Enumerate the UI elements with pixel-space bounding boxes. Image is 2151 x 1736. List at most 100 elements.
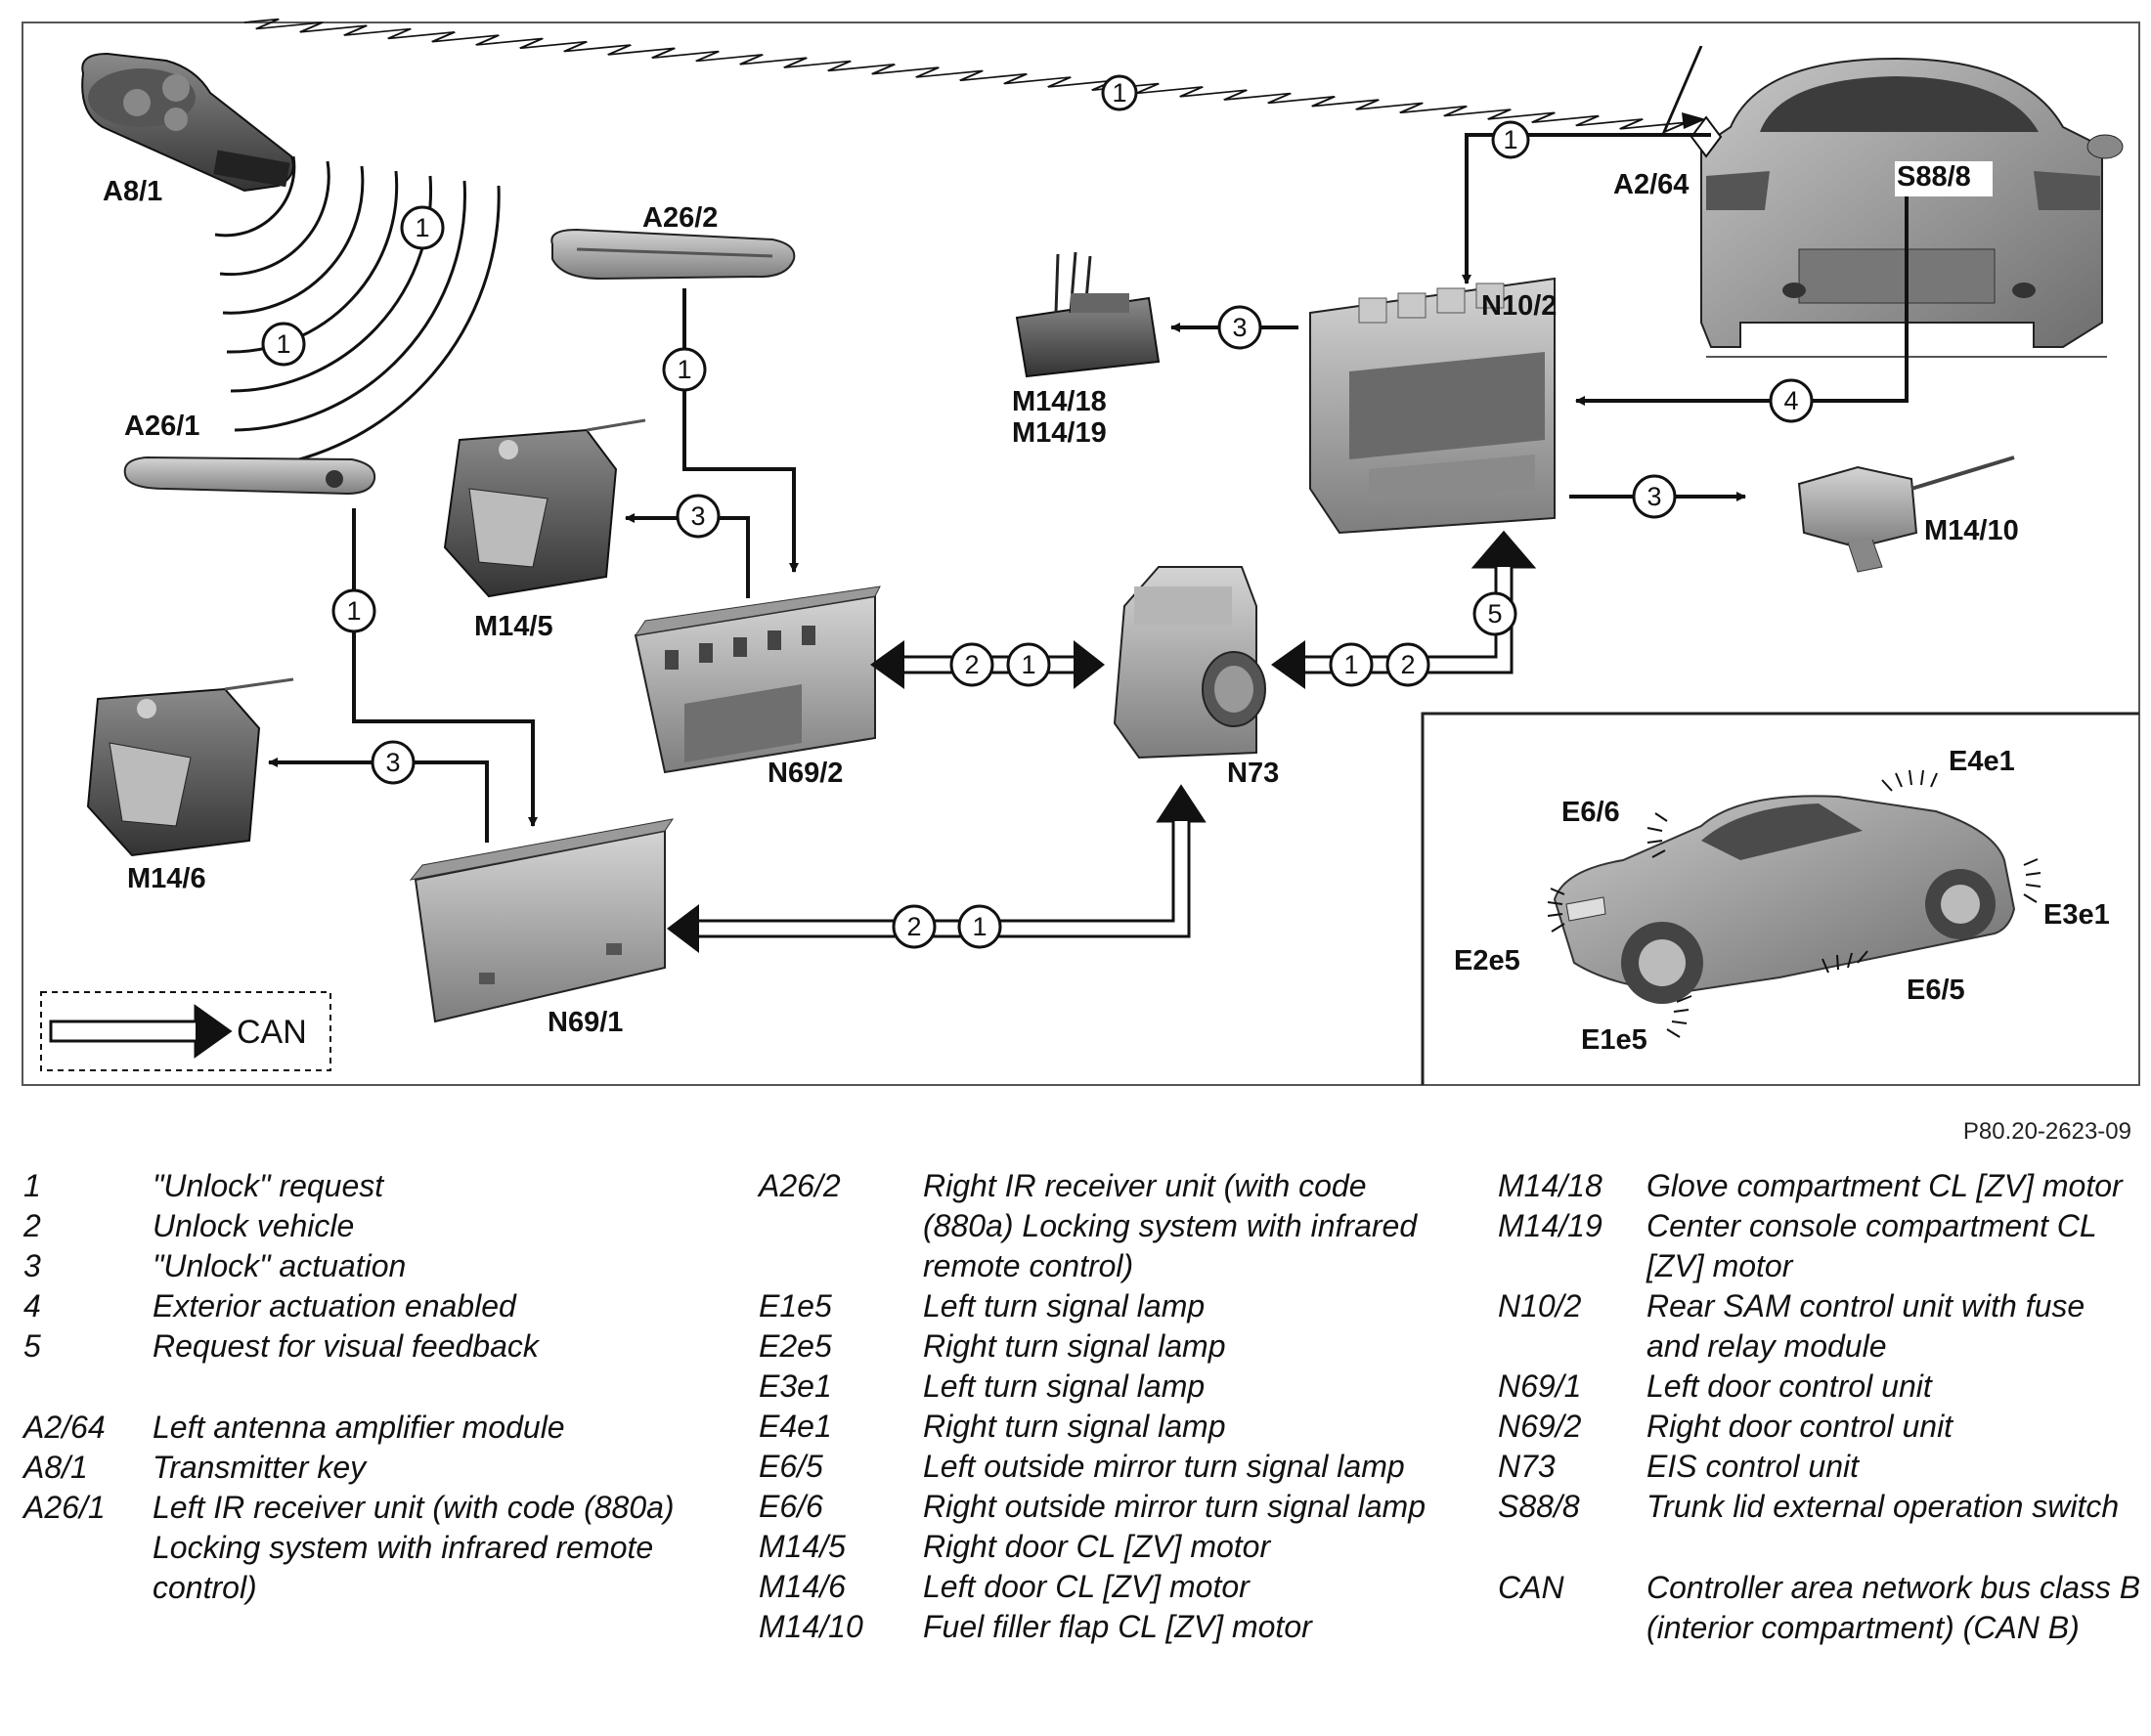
label-m14-6: M14/6 [127,863,206,894]
legend-spacer [1498,1527,2143,1568]
legend-entry: E4e1 Right turn signal lamp [759,1407,1433,1447]
legend-key: E3e1 [759,1368,832,1404]
rear-car-illustration [1690,57,2124,358]
rear-sam-illustration [1309,277,1556,535]
legend-key: E4e1 [759,1409,832,1444]
step-number: 2 [906,912,921,941]
legend-description: Transmitter key [153,1450,367,1485]
legend-entry: A8/1 Transmitter key [23,1448,727,1488]
legend-description: Left door CL [ZV] motor [923,1569,1250,1604]
right-door-control-unit-illustration [634,586,881,774]
left-ir-receiver-illustration [123,456,376,496]
legend-description: Fuel filler flap CL [ZV] motor [923,1609,1312,1644]
step-number: 3 [1646,482,1661,511]
step-number: 2 [1400,650,1415,679]
legend-description: Left outside mirror turn signal lamp [923,1449,1405,1484]
legend-description: EIS control unit [1646,1449,1859,1484]
legend-key: E2e5 [759,1328,832,1364]
label-n69-2: N69/2 [768,758,843,789]
label-a26-1: A26/1 [124,411,199,442]
step-number: 1 [415,213,429,242]
legend-description: Right IR receiver unit (with code (880a)… [923,1168,1418,1283]
legend-entry: A2/64 Left antenna amplifier module [23,1408,727,1448]
legend-spacer [23,1367,727,1408]
label-m14-10: M14/10 [1924,515,2019,546]
legend-key: A26/2 [759,1168,841,1203]
label-e6-6: E6/6 [1561,797,1620,828]
label-m14-19: M14/19 [1012,417,1107,449]
legend-key: M14/19 [1498,1208,1602,1243]
label-m14-18: M14/18 [1012,386,1107,417]
diagram-frame [22,22,2140,1086]
step-number: 1 [1343,650,1358,679]
label-e2e5: E2e5 [1454,945,1520,976]
step-number: 3 [690,501,705,531]
legend-description: Rear SAM control unit with fuse and rela… [1646,1288,2085,1364]
legend-key: A8/1 [23,1450,88,1485]
legend-entry: 1"Unlock" request [23,1166,727,1206]
legend-description: Right outside mirror turn signal lamp [923,1489,1426,1524]
legend-description: Left turn signal lamp [923,1288,1206,1324]
radio-waves [214,155,501,471]
legend-description: Left door control unit [1646,1368,1932,1404]
left-door-cl-motor-illustration [86,677,294,857]
legend-entry: E3e1 Left turn signal lamp [759,1367,1433,1407]
left-door-control-unit-illustration [409,818,675,1023]
turn-signal-rays [1547,769,2041,1038]
transmitter-key-illustration [81,52,294,193]
glove-compartment-motor-illustration [1015,251,1161,378]
legend-key: M14/18 [1498,1168,1602,1203]
label-s88-8: S88/8 [1897,161,1971,193]
legend-description: Right turn signal lamp [923,1409,1226,1444]
legend-key: M14/6 [759,1569,846,1604]
step-number: 3 [1232,313,1247,342]
legend-key: E6/6 [759,1489,823,1524]
legend-description: Exterior actuation enabled [153,1288,516,1324]
legend-key: 4 [23,1288,41,1324]
legend-key: 3 [23,1248,41,1283]
step-number: 1 [972,912,987,941]
legend-description: Left turn signal lamp [923,1368,1206,1404]
eis-control-unit-illustration [1113,566,1266,760]
figure-code: P80.20-2623-09 [1962,1118,2131,1145]
step-number: 3 [385,748,400,777]
step-number: 1 [677,355,691,384]
label-a8-1: A8/1 [103,176,162,207]
right-ir-receiver-illustration [550,228,796,281]
label-n10-2: N10/2 [1481,290,1557,322]
can-key: CAN [40,991,331,1071]
legend-description: "Unlock" request [153,1168,384,1203]
label-a26-2: A26/2 [642,202,718,234]
legend-description: Glove compartment CL [ZV] motor [1646,1168,2123,1203]
legend-description: Right door control unit [1646,1409,1953,1444]
step-number: 1 [346,596,361,626]
label-e4e1: E4e1 [1949,746,2015,777]
right-door-cl-motor-illustration [443,418,646,598]
legend-entry: 3"Unlock" actuation [23,1246,727,1286]
label-n73: N73 [1227,758,1279,789]
legend-key: S88/8 [1498,1489,1580,1524]
legend-entry: M14/6 Left door CL [ZV] motor [759,1567,1433,1607]
legend-description: Request for visual feedback [153,1328,539,1364]
legend-description: Left antenna amplifier module [153,1410,565,1445]
step-number: 1 [1503,125,1517,154]
fuel-filler-flap-motor-illustration [1797,456,2015,573]
legend-key: A2/64 [23,1410,106,1445]
legend-entry: A26/2 Right IR receiver unit (with code (… [759,1166,1433,1286]
